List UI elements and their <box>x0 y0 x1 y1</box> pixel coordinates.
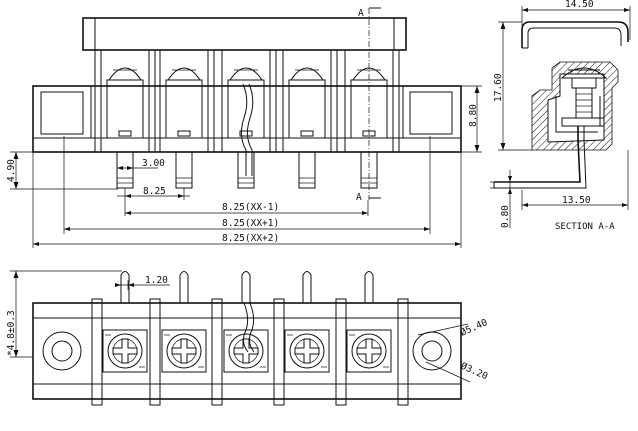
dim-lead-thickness: 0.80 <box>500 205 511 228</box>
bottom-walls <box>91 298 409 406</box>
bottom-pin <box>241 271 251 303</box>
dim-pin-length: 4.90 <box>6 159 17 182</box>
mount-hole-right <box>412 331 452 371</box>
front-top-cover <box>82 17 407 51</box>
front-pin <box>175 151 193 189</box>
screw-head <box>161 329 207 373</box>
bottom-view: 1.20 *4.8±0.3 Ø5.40 Ø3.20 <box>6 270 490 406</box>
front-cells <box>94 49 400 176</box>
section-mark-top: A <box>358 8 364 19</box>
dim-height-tolerance: *4.8±0.3 <box>6 310 17 356</box>
bottom-pin <box>302 271 312 303</box>
screw-head <box>223 329 269 373</box>
bottom-body <box>32 302 462 400</box>
dim-body-height: 8.80 <box>468 104 479 127</box>
screw-head <box>346 329 392 373</box>
dim-total-2: 8.25(XX+1) <box>222 218 279 229</box>
front-cell <box>159 49 215 153</box>
dim-pin-thickness: 1.20 <box>145 275 168 286</box>
section-mark-bottom: A <box>356 192 362 203</box>
dim-top-width: 14.50 <box>565 0 594 10</box>
barrier-wall <box>335 298 347 406</box>
section-view: 14.50 17.60 <box>490 0 631 232</box>
bottom-pins <box>120 271 374 303</box>
front-pin <box>237 151 255 189</box>
front-cell <box>282 49 338 153</box>
front-cell <box>100 49 156 153</box>
section-caption: SECTION A-A <box>555 222 615 232</box>
front-body <box>32 85 462 153</box>
screw-head <box>102 329 148 373</box>
bottom-pin <box>179 271 189 303</box>
front-cell <box>344 49 400 153</box>
dim-section-height: 17.60 <box>493 73 504 102</box>
dim-pitch: 8.25 <box>143 186 166 197</box>
front-cell <box>221 49 277 153</box>
mount-hole-left <box>42 331 82 371</box>
bottom-pin <box>364 271 374 303</box>
front-view: A A 4.90 3.00 8.25 8.25(XX-1) <box>6 7 482 248</box>
barrier-wall <box>273 298 285 406</box>
dim-outer-diameter: Ø5.40 <box>459 317 490 339</box>
dim-base-width: 13.50 <box>562 195 591 206</box>
screw-head <box>284 329 330 373</box>
barrier-wall <box>91 298 103 406</box>
bottom-pin <box>120 271 130 303</box>
front-pin <box>298 151 316 189</box>
section-lead <box>494 126 581 183</box>
barrier-wall <box>397 298 409 406</box>
barrier-wall <box>211 298 223 406</box>
barrier-wall <box>149 298 161 406</box>
dim-pin-width: 3.00 <box>142 158 165 169</box>
section-cover <box>521 21 629 48</box>
dim-total-1: 8.25(XX-1) <box>222 202 279 213</box>
front-pin <box>116 151 134 189</box>
bottom-screws <box>102 302 392 373</box>
dim-total-3: 8.25(XX+2) <box>222 233 279 244</box>
